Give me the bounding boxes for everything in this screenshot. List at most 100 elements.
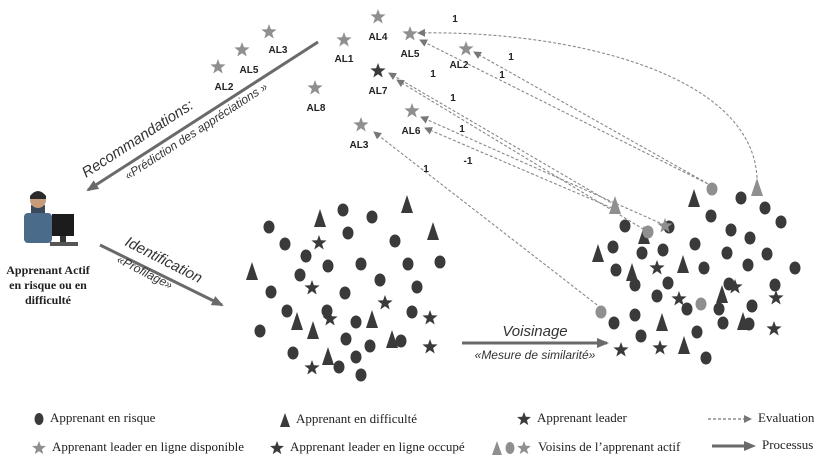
learner-at-risk xyxy=(700,351,712,365)
learner-at-risk xyxy=(607,240,619,254)
legend-item-leader-busy: Apprenant leader en ligne occupé xyxy=(270,439,465,455)
learner-in-difficulty xyxy=(688,189,700,207)
learner-at-risk xyxy=(254,324,266,338)
learner-in-difficulty xyxy=(314,209,326,227)
learner-at-risk xyxy=(636,246,648,260)
leader-learner xyxy=(766,321,782,336)
learner-at-risk xyxy=(294,268,306,282)
user-computer-icon xyxy=(24,191,78,246)
learner-at-risk xyxy=(395,334,407,348)
active-learner-label: Apprenant Actif en risque ou en difficul… xyxy=(6,263,90,307)
learner-at-risk xyxy=(300,249,312,263)
leader-star-icon xyxy=(307,80,323,95)
recommended-star-icon xyxy=(261,24,277,39)
dark-star-icon xyxy=(517,412,531,426)
legend-item-neighbors: Voisins de l’apprenant actif xyxy=(492,439,680,456)
learner-at-risk xyxy=(789,261,801,275)
leader-star-label: AL4 xyxy=(369,32,388,43)
evaluation-arrow xyxy=(424,127,613,209)
recommendations-arrow: Recommandations: «Prédiction des appréci… xyxy=(79,40,319,192)
evaluation-arrow xyxy=(396,79,649,233)
dark-triangle-icon xyxy=(280,413,290,428)
learner-at-risk xyxy=(355,368,367,382)
leader-star-icon xyxy=(370,63,386,78)
legend-item-leader: Apprenant leader xyxy=(517,410,627,426)
learner-at-risk xyxy=(681,302,693,316)
learner-at-risk xyxy=(761,247,773,261)
learner-at-risk xyxy=(635,329,647,343)
neighbor-icon xyxy=(492,441,531,456)
learner-at-risk xyxy=(411,280,423,294)
learner-at-risk xyxy=(340,332,352,346)
evaluation-label: 1 xyxy=(459,124,465,135)
learner-at-risk xyxy=(725,223,737,237)
dashed-arrow-icon xyxy=(708,415,752,424)
learner-at-risk xyxy=(629,308,641,322)
evaluation-arrow xyxy=(420,116,661,224)
active-learner-neighbor xyxy=(751,178,763,196)
learner-at-risk xyxy=(629,278,641,292)
learner-at-risk xyxy=(350,350,362,364)
learner-in-difficulty xyxy=(291,312,303,330)
learner-at-risk xyxy=(662,276,674,290)
leader-star-label: AL8 xyxy=(307,103,326,114)
light-star-icon xyxy=(32,441,46,455)
learner-in-difficulty xyxy=(307,321,319,339)
leader-star-icon xyxy=(404,103,420,118)
learner-in-difficulty xyxy=(656,313,668,331)
learner-in-difficulty xyxy=(246,262,258,280)
recommended-star-icon xyxy=(210,59,226,74)
learner-at-risk xyxy=(374,273,386,287)
evaluation-arrow xyxy=(417,28,758,179)
learner-at-risk xyxy=(281,304,293,318)
learner-at-risk xyxy=(717,316,729,330)
identification-arrow: Identification «Profilage» xyxy=(99,233,224,307)
learner-in-difficulty xyxy=(427,222,439,240)
leader-star-icon xyxy=(402,26,418,41)
learner-at-risk xyxy=(744,231,756,245)
learner-at-risk xyxy=(759,201,771,215)
leader-star-label: AL7 xyxy=(369,86,388,97)
learner-in-difficulty xyxy=(626,263,638,281)
learner-in-difficulty xyxy=(386,330,398,348)
leader-learner xyxy=(671,291,687,306)
legend-item-leader-available: Apprenant leader en ligne disponible xyxy=(32,439,244,455)
dark-star-icon xyxy=(270,441,284,455)
evaluation-arrow xyxy=(473,51,713,187)
active-learner-neighbor xyxy=(642,225,654,239)
learner-at-risk xyxy=(339,286,351,300)
leader-learner xyxy=(322,311,338,326)
leader-star-label: AL6 xyxy=(402,126,421,137)
learner-at-risk xyxy=(735,191,747,205)
learner-at-risk xyxy=(366,210,378,224)
learner-at-risk xyxy=(434,255,446,269)
evaluation-label: 1 xyxy=(452,14,458,25)
dark-circle-icon xyxy=(34,413,44,426)
learner-in-difficulty xyxy=(716,285,728,303)
learner-at-risk xyxy=(769,278,781,292)
active-learner-neighbor xyxy=(595,305,607,319)
recommended-star-icon xyxy=(234,42,250,57)
leader-star-icon xyxy=(370,9,386,24)
evaluation-arrow xyxy=(419,39,713,187)
learner-at-risk xyxy=(608,316,620,330)
learner-at-risk xyxy=(322,259,334,273)
learner-in-difficulty xyxy=(322,347,334,365)
leader-star-label: AL2 xyxy=(450,60,469,71)
leader-learner xyxy=(422,339,438,354)
learner-in-difficulty xyxy=(592,244,604,262)
recommended-star-label: AL3 xyxy=(269,45,288,56)
learner-at-risk xyxy=(691,325,703,339)
leader-star-label: AL5 xyxy=(401,49,420,60)
leader-learner xyxy=(652,340,668,355)
evaluation-arrow xyxy=(388,72,616,206)
solid-arrow-icon xyxy=(712,441,756,452)
learner-at-risk xyxy=(342,226,354,240)
leader-star-label: AL1 xyxy=(335,54,354,65)
learner-at-risk xyxy=(689,237,701,251)
learner-in-difficulty xyxy=(677,255,689,273)
recommended-star-label: AL2 xyxy=(215,82,234,93)
